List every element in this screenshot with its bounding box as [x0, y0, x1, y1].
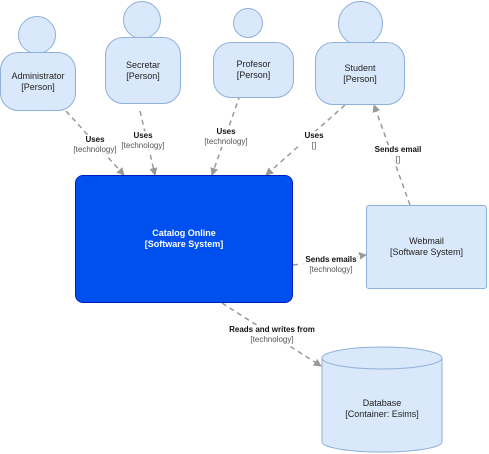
person-head-icon	[338, 1, 383, 46]
edge-label: Uses	[85, 135, 105, 144]
label-student-uses: Uses []	[300, 131, 328, 151]
edge-label: Sends emails	[305, 255, 357, 264]
edge-secretar-to-system	[139, 110, 158, 176]
webmail-system[interactable]: Webmail [Software System]	[366, 205, 487, 289]
edge-label: Sends email	[374, 145, 422, 154]
database-cylinder	[321, 346, 443, 453]
person-name: Student	[344, 62, 376, 73]
system-type: [Software System]	[389, 247, 464, 257]
person-head-icon	[123, 1, 161, 39]
label-system-sends: Sends emails [technology]	[302, 255, 360, 275]
person-type: [Person]	[343, 73, 377, 84]
person-name: Administrator	[11, 70, 65, 81]
system-type: [Software System]	[144, 239, 224, 249]
edge-tech: [technology]	[121, 141, 165, 150]
edge-tech: [technology]	[204, 137, 248, 146]
catalog-online-system[interactable]: Catalog Online [Software System]	[75, 175, 293, 303]
edge-label: Uses	[133, 131, 153, 140]
person-head-icon	[233, 8, 263, 38]
person-name: Secretar	[125, 59, 160, 70]
system-name: Catalog Online	[152, 228, 216, 238]
person-type: [Person]	[21, 81, 55, 92]
person-name: Profesor	[236, 59, 271, 69]
edge-tech: [technology]	[250, 335, 294, 344]
edge-tech: [technology]	[309, 265, 353, 274]
database-label: Database [Container: Esims]	[322, 398, 442, 420]
database-container[interactable]: Database [Container: Esims]	[322, 346, 442, 454]
database-type: [Container: Esims]	[345, 409, 419, 419]
label-webmail-sends: Sends email []	[370, 145, 426, 165]
label-secretar-uses: Uses [technology]	[118, 131, 168, 151]
person-head-icon	[18, 16, 56, 54]
person-body: Secretar [Person]	[105, 37, 181, 104]
edge-tech: [technology]	[73, 145, 117, 154]
person-body: Administrator [Person]	[0, 52, 76, 111]
edge-tech: []	[311, 141, 317, 150]
edge-tech: []	[395, 155, 401, 164]
edge-label: Reads and writes from	[229, 325, 315, 334]
database-name: Database	[362, 398, 402, 408]
person-type: [Person]	[236, 70, 271, 80]
edge-label: Uses	[216, 127, 236, 136]
label-profesor-uses: Uses [technology]	[200, 127, 252, 147]
label-admin-uses: Uses [technology]	[70, 135, 120, 155]
person-type: [Person]	[126, 70, 160, 81]
label-db-rw: Reads and writes from [technology]	[222, 325, 322, 345]
person-body: Student [Person]	[315, 42, 405, 105]
person-body: Profesor [Person]	[213, 42, 294, 98]
system-name: Webmail	[409, 236, 444, 246]
edge-label: Uses	[304, 131, 324, 140]
